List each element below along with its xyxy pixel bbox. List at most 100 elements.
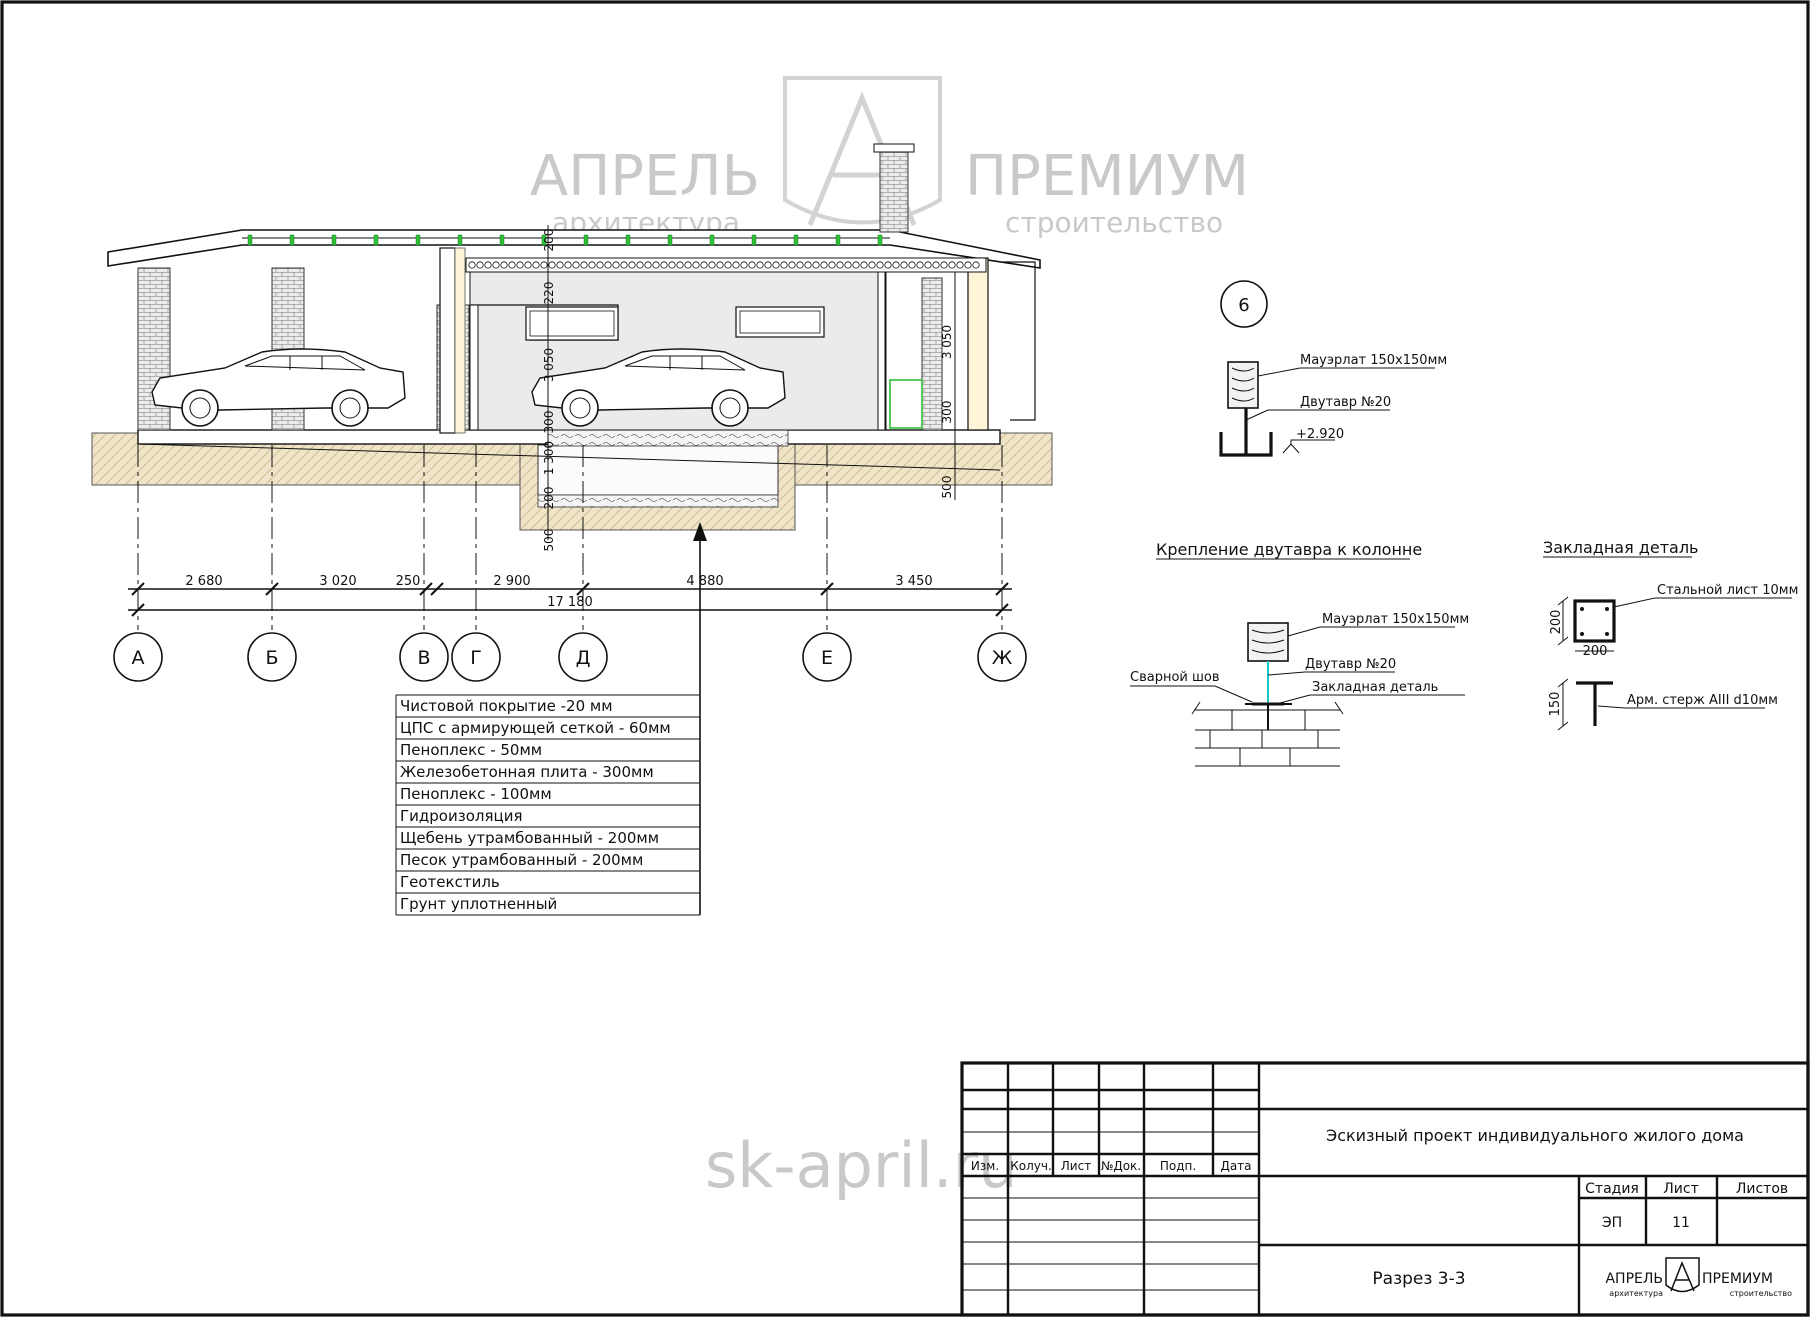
- axis-bubble: [558, 632, 608, 682]
- layer-1: Чистовой покрытие -20 мм: [400, 697, 613, 715]
- detail-6-mauerlat: [1227, 361, 1259, 409]
- fix-beam-label: Двутавр №20: [1305, 657, 1396, 672]
- dim-v-10: 500: [940, 476, 954, 499]
- roof-slab: [107, 229, 1041, 269]
- tb-drawing-name: Разрез 3-3: [1372, 1269, 1465, 1289]
- dim-total: 17 180: [547, 595, 593, 610]
- tb-logo-shield-icon: [1665, 1257, 1700, 1293]
- watermark-brand-left: АПРЕЛЬ: [530, 144, 760, 209]
- tb-stage: ЭП: [1602, 1215, 1622, 1231]
- pit-lining: [537, 444, 779, 496]
- layer-8: Песок утрамбованный - 200мм: [400, 851, 643, 869]
- embed-plate-label: Стальной лист 10мм: [1657, 583, 1798, 598]
- detail-6-beam-label: Двутавр №20: [1300, 395, 1391, 410]
- dim-h-5: 4 880: [686, 574, 723, 589]
- gutter-downpipe: [1002, 261, 1036, 421]
- fix-embed-label: Закладная деталь: [1312, 680, 1438, 695]
- axis-bubble: [247, 632, 297, 682]
- ceiling-insulation: [468, 261, 980, 269]
- window-right: [735, 306, 825, 338]
- detail-6-number: 6: [1238, 295, 1249, 316]
- title-block: Изм. Колуч. Лист №Док. Подп. Дата Эскизн…: [960, 1061, 1810, 1317]
- car-left: [151, 348, 406, 427]
- fix-masonry: [1195, 709, 1340, 767]
- watermark-sub-right: строительство: [1005, 206, 1223, 239]
- layer-10: Грунт уплотненный: [400, 895, 557, 913]
- layer-5: Пеноплекс - 100мм: [400, 785, 552, 803]
- embed-dim-h: 200: [1549, 610, 1564, 635]
- watermark: АПРЕЛЬ ПРЕМИУМ архитектура строительство…: [530, 76, 1249, 1202]
- layer-4: Железобетонная плита - 300мм: [400, 763, 654, 781]
- axis-label: Ж: [992, 647, 1013, 669]
- layer-9: Геотекстиль: [400, 873, 500, 891]
- dim-v-4: 300: [542, 411, 556, 434]
- fix-mauerlat-label: Мауэрлат 150х150мм: [1322, 612, 1469, 627]
- detail-6-ibeam: [1219, 408, 1273, 457]
- dim-v-5: 1 300: [542, 441, 556, 475]
- detail-6-bubble: [1220, 280, 1268, 328]
- detail-6-mauerlat-label: Мауэрлат 150х150мм: [1300, 353, 1447, 368]
- tb-h-sheet: Лист: [1663, 1181, 1698, 1197]
- layer-7: Щебень утрамбованный - 200мм: [400, 829, 659, 847]
- wall-left: [439, 247, 456, 434]
- watermark-brand-right: ПРЕМИУМ: [965, 144, 1249, 209]
- dim-h-3: 250: [396, 574, 421, 589]
- axis-bubble: [399, 632, 449, 682]
- dim-v-2: 220: [542, 282, 556, 305]
- dim-v-8: 3 050: [940, 325, 954, 359]
- dim-h-1: 2 680: [185, 574, 222, 589]
- dim-h-4: 2 900: [493, 574, 530, 589]
- axis-bubble: [977, 632, 1027, 682]
- inspection-pit-cover: [547, 429, 789, 447]
- axis-bubble: [451, 632, 501, 682]
- dim-h-2: 3 020: [319, 574, 356, 589]
- chimney: [879, 147, 909, 233]
- axis-bubble: [802, 632, 852, 682]
- layers-list: Чистовой покрытие -20 мм ЦПС с армирующе…: [395, 694, 700, 916]
- watermark-shield-icon: [783, 76, 942, 225]
- axis-bubble: [113, 632, 163, 682]
- tb-logo-sub-right: строительство: [1730, 1289, 1792, 1298]
- section-drawing: 200 220 3 050 300 1 300 200 500 3 050 30…: [91, 143, 1053, 916]
- dim-v-1: 200: [542, 229, 556, 252]
- detail-fixing-title: Крепление двутавра к колонне: [1156, 540, 1422, 559]
- ceiling-beam: [465, 257, 987, 273]
- roof-studs: [247, 234, 883, 246]
- detail-embed-title: Закладная деталь: [1543, 538, 1698, 557]
- tb-col-izm: Изм.: [971, 1159, 999, 1173]
- tb-col-podp: Подп.: [1160, 1159, 1196, 1173]
- watermark-site: sk-april.ru: [705, 1129, 1017, 1202]
- detail-6-level: +2.920: [1296, 427, 1344, 442]
- axis-label: Д: [576, 647, 591, 669]
- tb-col-ndok: №Док.: [1101, 1159, 1141, 1173]
- detail-fixing: Крепление двутавра к колонне Мауэрлат 15…: [1130, 540, 1469, 767]
- fix-weld-label: Сварной шов: [1130, 670, 1220, 685]
- car-right: [531, 348, 786, 427]
- layer-6: Гидроизоляция: [400, 807, 522, 825]
- dimension-chain: 2 680 3 020 250 2 900 4 880 3 450 17 180: [128, 574, 1012, 611]
- embed-plate: [1573, 599, 1616, 643]
- axis-label: В: [417, 647, 430, 669]
- tb-logo-left: АПРЕЛЬ: [1605, 1271, 1663, 1287]
- detail-embed: Закладная деталь 200 200 Стальной лист 1…: [1543, 538, 1798, 731]
- tb-col-koluch: Колуч.: [1010, 1159, 1052, 1173]
- boiler: [889, 379, 923, 429]
- tb-col-data: Дата: [1220, 1159, 1251, 1173]
- window-left: [525, 306, 619, 341]
- fix-mauerlat: [1247, 622, 1289, 662]
- layer-2: ЦПС с армирующей сеткой - 60мм: [400, 719, 671, 737]
- slope-line: [137, 443, 1001, 471]
- tb-logo-sub-left: архитектура: [1609, 1289, 1663, 1298]
- dim-v-3: 3 050: [542, 348, 556, 382]
- pipe-riser: [877, 271, 886, 431]
- embed-dim-w: 200: [1583, 644, 1608, 659]
- axis-label: Г: [470, 647, 482, 669]
- pit-gravel: [537, 494, 779, 508]
- embed-rod: [1576, 681, 1613, 726]
- tb-project-name: Эскизный проект индивидуального жилого д…: [1326, 1126, 1744, 1145]
- tb-h-stage: Стадия: [1585, 1181, 1639, 1197]
- dim-v-7: 500: [542, 529, 556, 552]
- tb-logo-a-icon: [1670, 1261, 1695, 1292]
